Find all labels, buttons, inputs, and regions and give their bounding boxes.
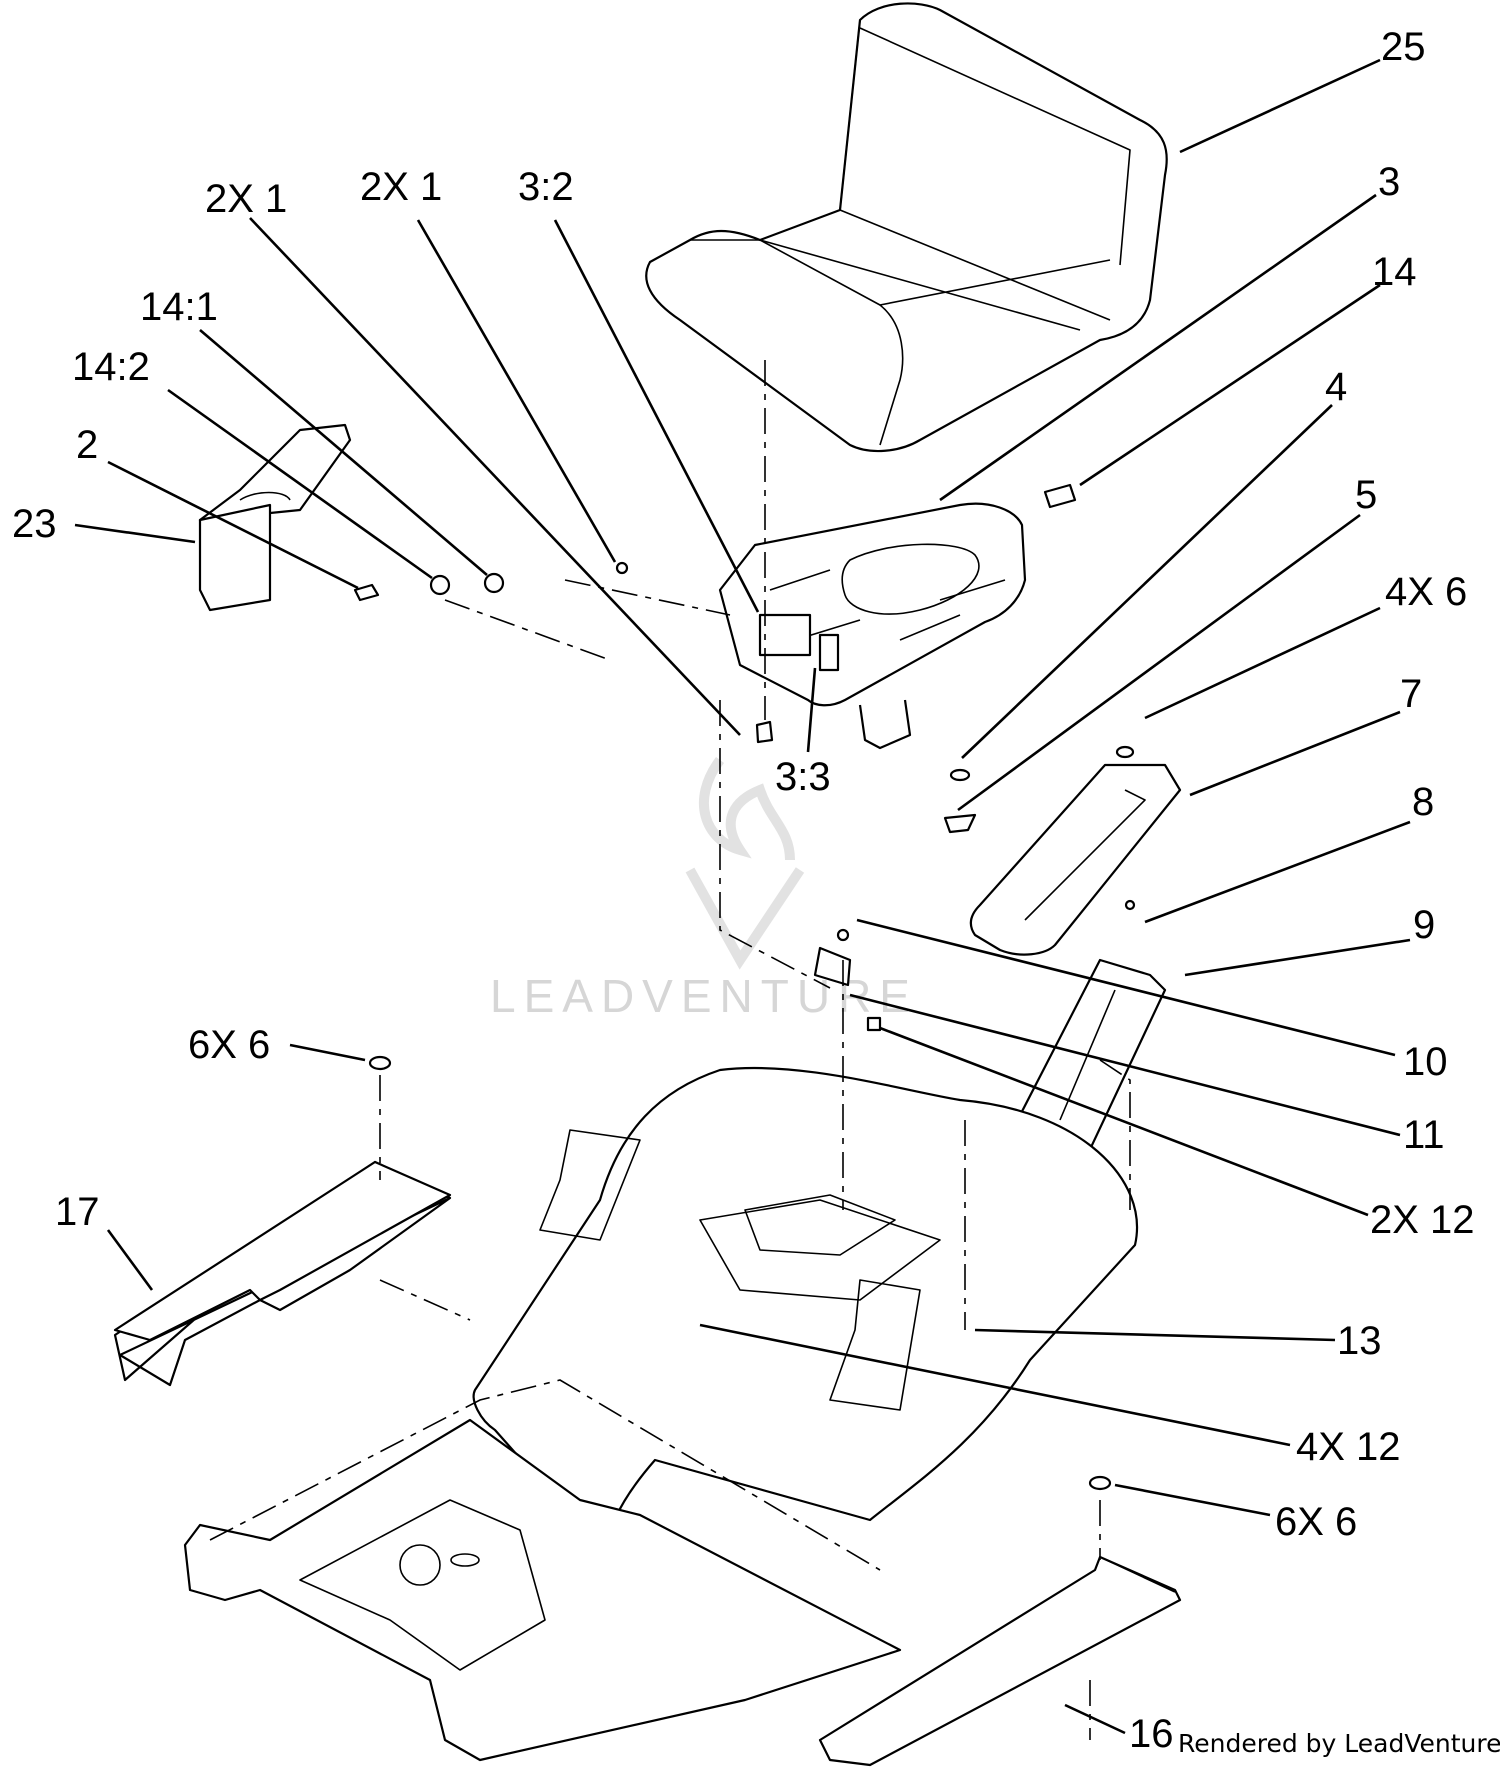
callout-7: 7: [1400, 672, 1422, 716]
seat-pan: [718, 502, 1027, 750]
callout-10: 10: [1403, 1040, 1448, 1084]
callout-9: 9: [1413, 903, 1435, 947]
callout-17: 17: [55, 1190, 100, 1234]
callout-4: 4: [1325, 365, 1347, 409]
seat-cushion: [645, 2, 1168, 453]
callout-14-1: 14:1: [140, 285, 218, 329]
assembly-lines: [379, 360, 1131, 1740]
leader-lines: [74, 58, 1411, 1735]
callout-6x6-right: 6X 6: [1275, 1500, 1357, 1544]
callout-11: 11: [1403, 1113, 1445, 1157]
callout-2x1-a: 2X 1: [205, 177, 287, 221]
callout-5: 5: [1355, 473, 1377, 517]
callout-2: 2: [76, 423, 98, 467]
footboard-pan: [183, 1379, 902, 1762]
watermark-logo: [685, 757, 805, 970]
fender-body: [472, 1066, 1138, 1562]
callout-labels: 25 3 14 4 5 4X 6 7 8 9 10 11 2X 12 13 4X…: [12, 25, 1475, 1756]
callout-3-2: 3:2: [518, 165, 574, 209]
callout-2x12: 2X 12: [1370, 1198, 1475, 1242]
callout-16: 16: [1129, 1712, 1174, 1756]
credit-text: Rendered by LeadVenture, Inc.: [1178, 1729, 1500, 1758]
callout-3: 3: [1378, 160, 1400, 204]
floor-plate-left: [113, 1160, 452, 1387]
hardware-parts: [353, 483, 1136, 1491]
cup-holder: [198, 423, 352, 612]
callout-14-2: 14:2: [72, 345, 150, 389]
callout-25: 25: [1381, 25, 1426, 69]
callout-13: 13: [1337, 1319, 1382, 1363]
callout-6x6-left: 6X 6: [188, 1023, 270, 1067]
console-plate: [969, 763, 1182, 956]
callout-3-3: 3:3: [775, 755, 831, 799]
callout-23: 23: [12, 502, 57, 546]
floor-plate-right: [818, 1555, 1182, 1767]
callout-4x12: 4X 12: [1296, 1425, 1401, 1469]
callout-2x1-b: 2X 1: [360, 165, 442, 209]
callout-8: 8: [1412, 780, 1434, 824]
callout-4x6: 4X 6: [1385, 570, 1467, 614]
